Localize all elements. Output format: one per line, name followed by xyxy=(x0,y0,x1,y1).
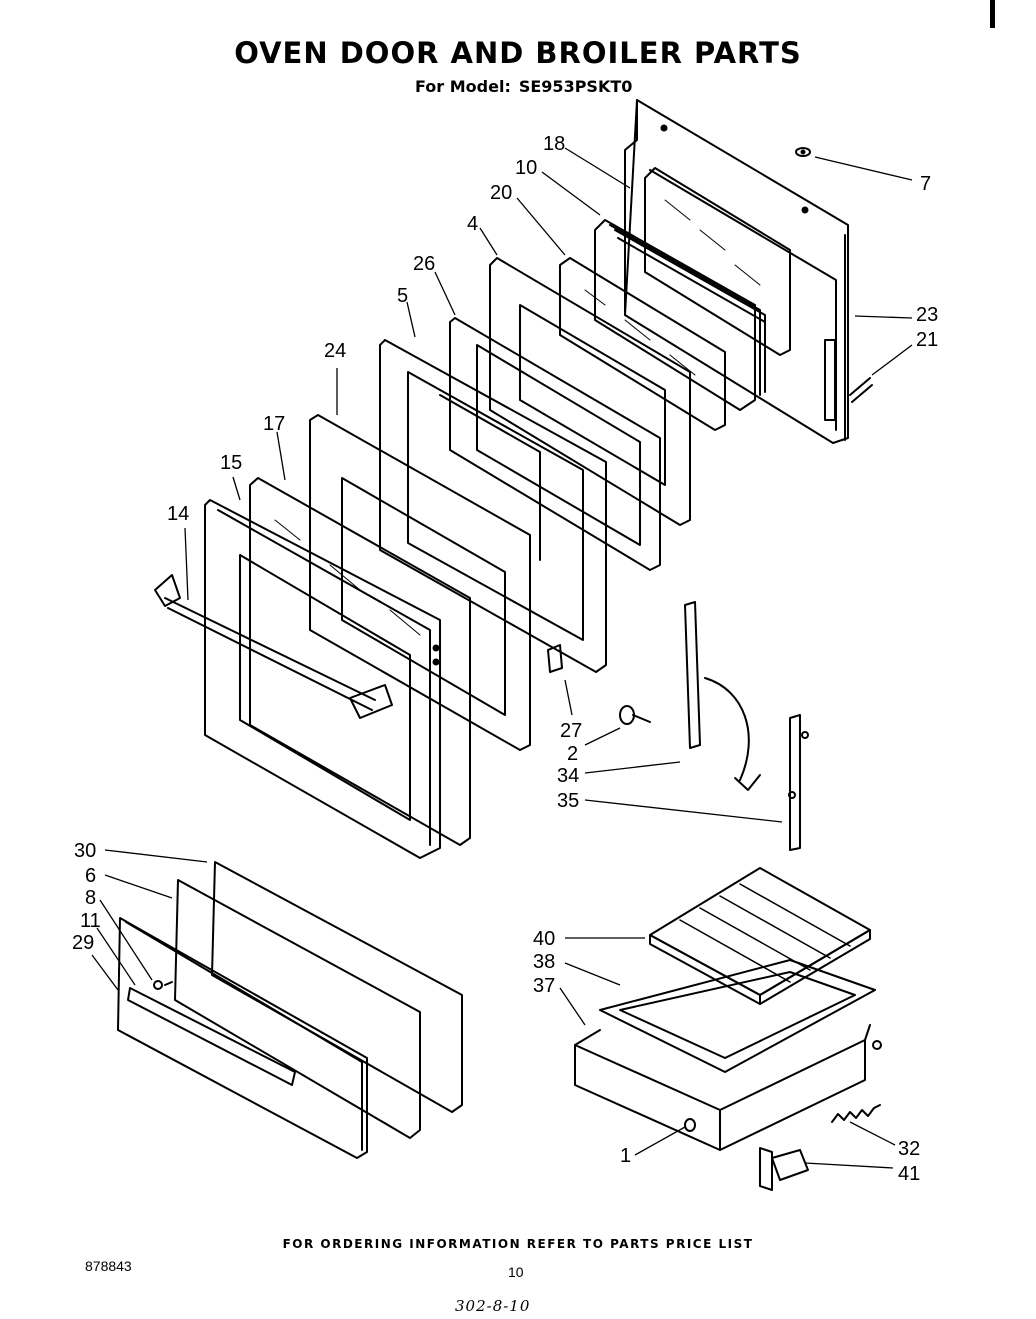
part-10-insulation xyxy=(594,219,766,411)
callout-17: 17 xyxy=(263,413,285,435)
part-11-drawer-handle xyxy=(127,987,296,1086)
callout-41: 41 xyxy=(898,1163,920,1185)
part-4-frame xyxy=(489,257,691,526)
part-18-glass xyxy=(644,167,791,356)
part-26-gasket xyxy=(449,317,661,571)
part-29-drawer-front xyxy=(117,917,368,1159)
part-6-drawer-panel xyxy=(174,879,421,1139)
part-7-screw xyxy=(795,147,811,157)
part-1-screw xyxy=(684,1118,696,1132)
callout-37: 37 xyxy=(533,975,555,997)
callout-10: 10 xyxy=(515,157,537,179)
callout-4: 4 xyxy=(467,213,478,235)
part-24-door-frame xyxy=(309,414,531,751)
callout-26: 26 xyxy=(413,253,435,275)
callout-23: 23 xyxy=(916,304,938,326)
catalog-number: 878843 xyxy=(85,1258,132,1274)
leader-lines xyxy=(91,147,913,1169)
callout-38: 38 xyxy=(533,951,555,973)
callout-15: 15 xyxy=(220,452,242,474)
part-21-hinge-bracket xyxy=(824,339,873,421)
callout-35: 35 xyxy=(557,790,579,812)
callout-30: 30 xyxy=(74,840,96,862)
part-15-outer-door xyxy=(204,499,441,859)
part-23-inner-door-panel xyxy=(624,99,849,444)
callout-18: 18 xyxy=(543,133,565,155)
callout-24: 24 xyxy=(324,340,346,362)
callout-20: 20 xyxy=(490,182,512,204)
part-5-door-liner xyxy=(379,339,607,673)
part-17-outer-glass xyxy=(249,477,471,846)
part-34-hinge xyxy=(684,601,761,791)
part-14-door-handle xyxy=(154,574,393,719)
part-27-hinge-clip xyxy=(547,644,563,673)
part-32-spring xyxy=(831,1104,881,1123)
handwritten-code: 302-8-10 xyxy=(455,1297,531,1315)
callout-27: 27 xyxy=(560,720,582,742)
callout-21: 21 xyxy=(916,329,938,351)
callout-7: 7 xyxy=(920,173,931,195)
callout-8: 8 xyxy=(85,887,96,909)
part-2-roller xyxy=(619,705,651,725)
part-41-bracket xyxy=(759,1147,809,1191)
callout-34: 34 xyxy=(557,765,579,787)
callout-numbers: 18 10 20 4 26 5 24 17 15 14 7 23 21 27 2… xyxy=(72,133,938,1185)
model-line: For Model: SE953PSKT0 xyxy=(415,77,640,96)
callout-1: 1 xyxy=(620,1145,631,1167)
part-8-screw xyxy=(153,980,173,990)
page-number: 10 xyxy=(508,1264,524,1280)
callout-29: 29 xyxy=(72,932,94,954)
callout-40: 40 xyxy=(533,928,555,950)
model-label: For Model: xyxy=(415,77,511,96)
callout-5: 5 xyxy=(397,285,408,307)
page-title: OVEN DOOR AND BROILER PARTS xyxy=(234,36,802,70)
part-38-broiler-pan xyxy=(599,959,876,1073)
callout-14: 14 xyxy=(167,503,189,525)
model-number: SE953PSKT0 xyxy=(518,77,633,96)
callout-11: 11 xyxy=(80,910,101,932)
part-30-drawer-panel xyxy=(211,861,463,1113)
callout-6: 6 xyxy=(85,865,96,887)
part-40-broiler-grid xyxy=(649,867,871,1005)
ordering-note: FOR ORDERING INFORMATION REFER TO PARTS … xyxy=(282,1237,754,1251)
part-35-hinge-receiver xyxy=(788,714,809,851)
callout-2: 2 xyxy=(567,743,578,765)
part-37-broiler-drawer xyxy=(574,1024,882,1151)
corner-mark xyxy=(990,0,995,28)
callout-32: 32 xyxy=(898,1138,920,1160)
